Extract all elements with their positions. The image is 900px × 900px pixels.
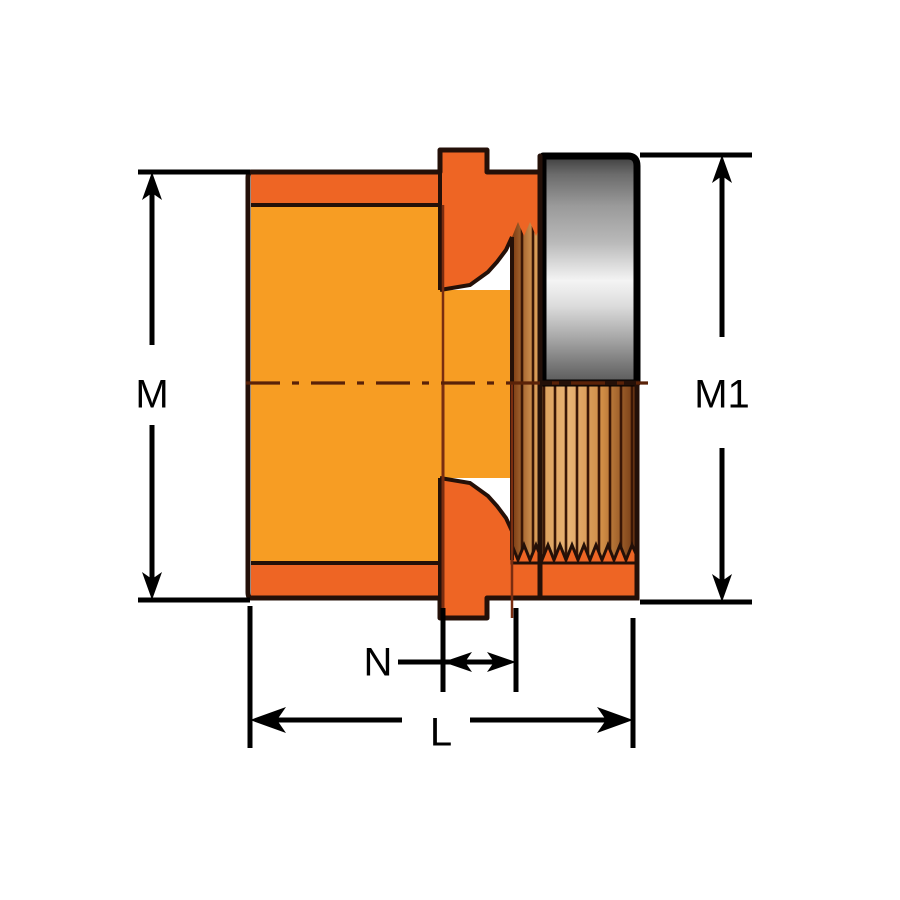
dimension-L-arrow-right <box>597 707 633 733</box>
fitting-body-group <box>245 147 648 621</box>
dimension-N: N <box>364 608 519 692</box>
thread-field-lower <box>512 383 638 563</box>
socket-bore-upper <box>251 205 512 383</box>
thread-crest-profile <box>510 540 639 565</box>
dimension-N-arrow-left <box>443 652 472 672</box>
dimension-L-arrow-left <box>250 707 286 733</box>
bore-taper-lower <box>439 476 514 532</box>
dimension-L-label: L <box>430 711 452 755</box>
dimension-M1-arrow-up <box>712 155 732 183</box>
metal-insert <box>539 152 641 387</box>
dimension-M-arrow-up <box>142 172 162 200</box>
dimensions-group: M M1 N <box>135 152 752 755</box>
dimension-M1-label: M1 <box>694 373 750 417</box>
hub-block-lower <box>440 478 637 618</box>
dimension-N-arrow-right <box>487 652 516 672</box>
thread-taper-profile-upper <box>512 205 540 237</box>
socket-bore-lower <box>251 383 512 563</box>
dimension-M: M <box>135 169 250 603</box>
dimension-M1: M1 <box>640 152 752 605</box>
dimension-N-label: N <box>364 641 393 685</box>
dimension-M1-arrow-down <box>712 574 732 602</box>
bore-taper-upper <box>439 236 514 292</box>
dimension-L: L <box>247 606 636 755</box>
dimension-M-arrow-down <box>142 572 162 600</box>
dimension-M-label: M <box>135 373 168 417</box>
